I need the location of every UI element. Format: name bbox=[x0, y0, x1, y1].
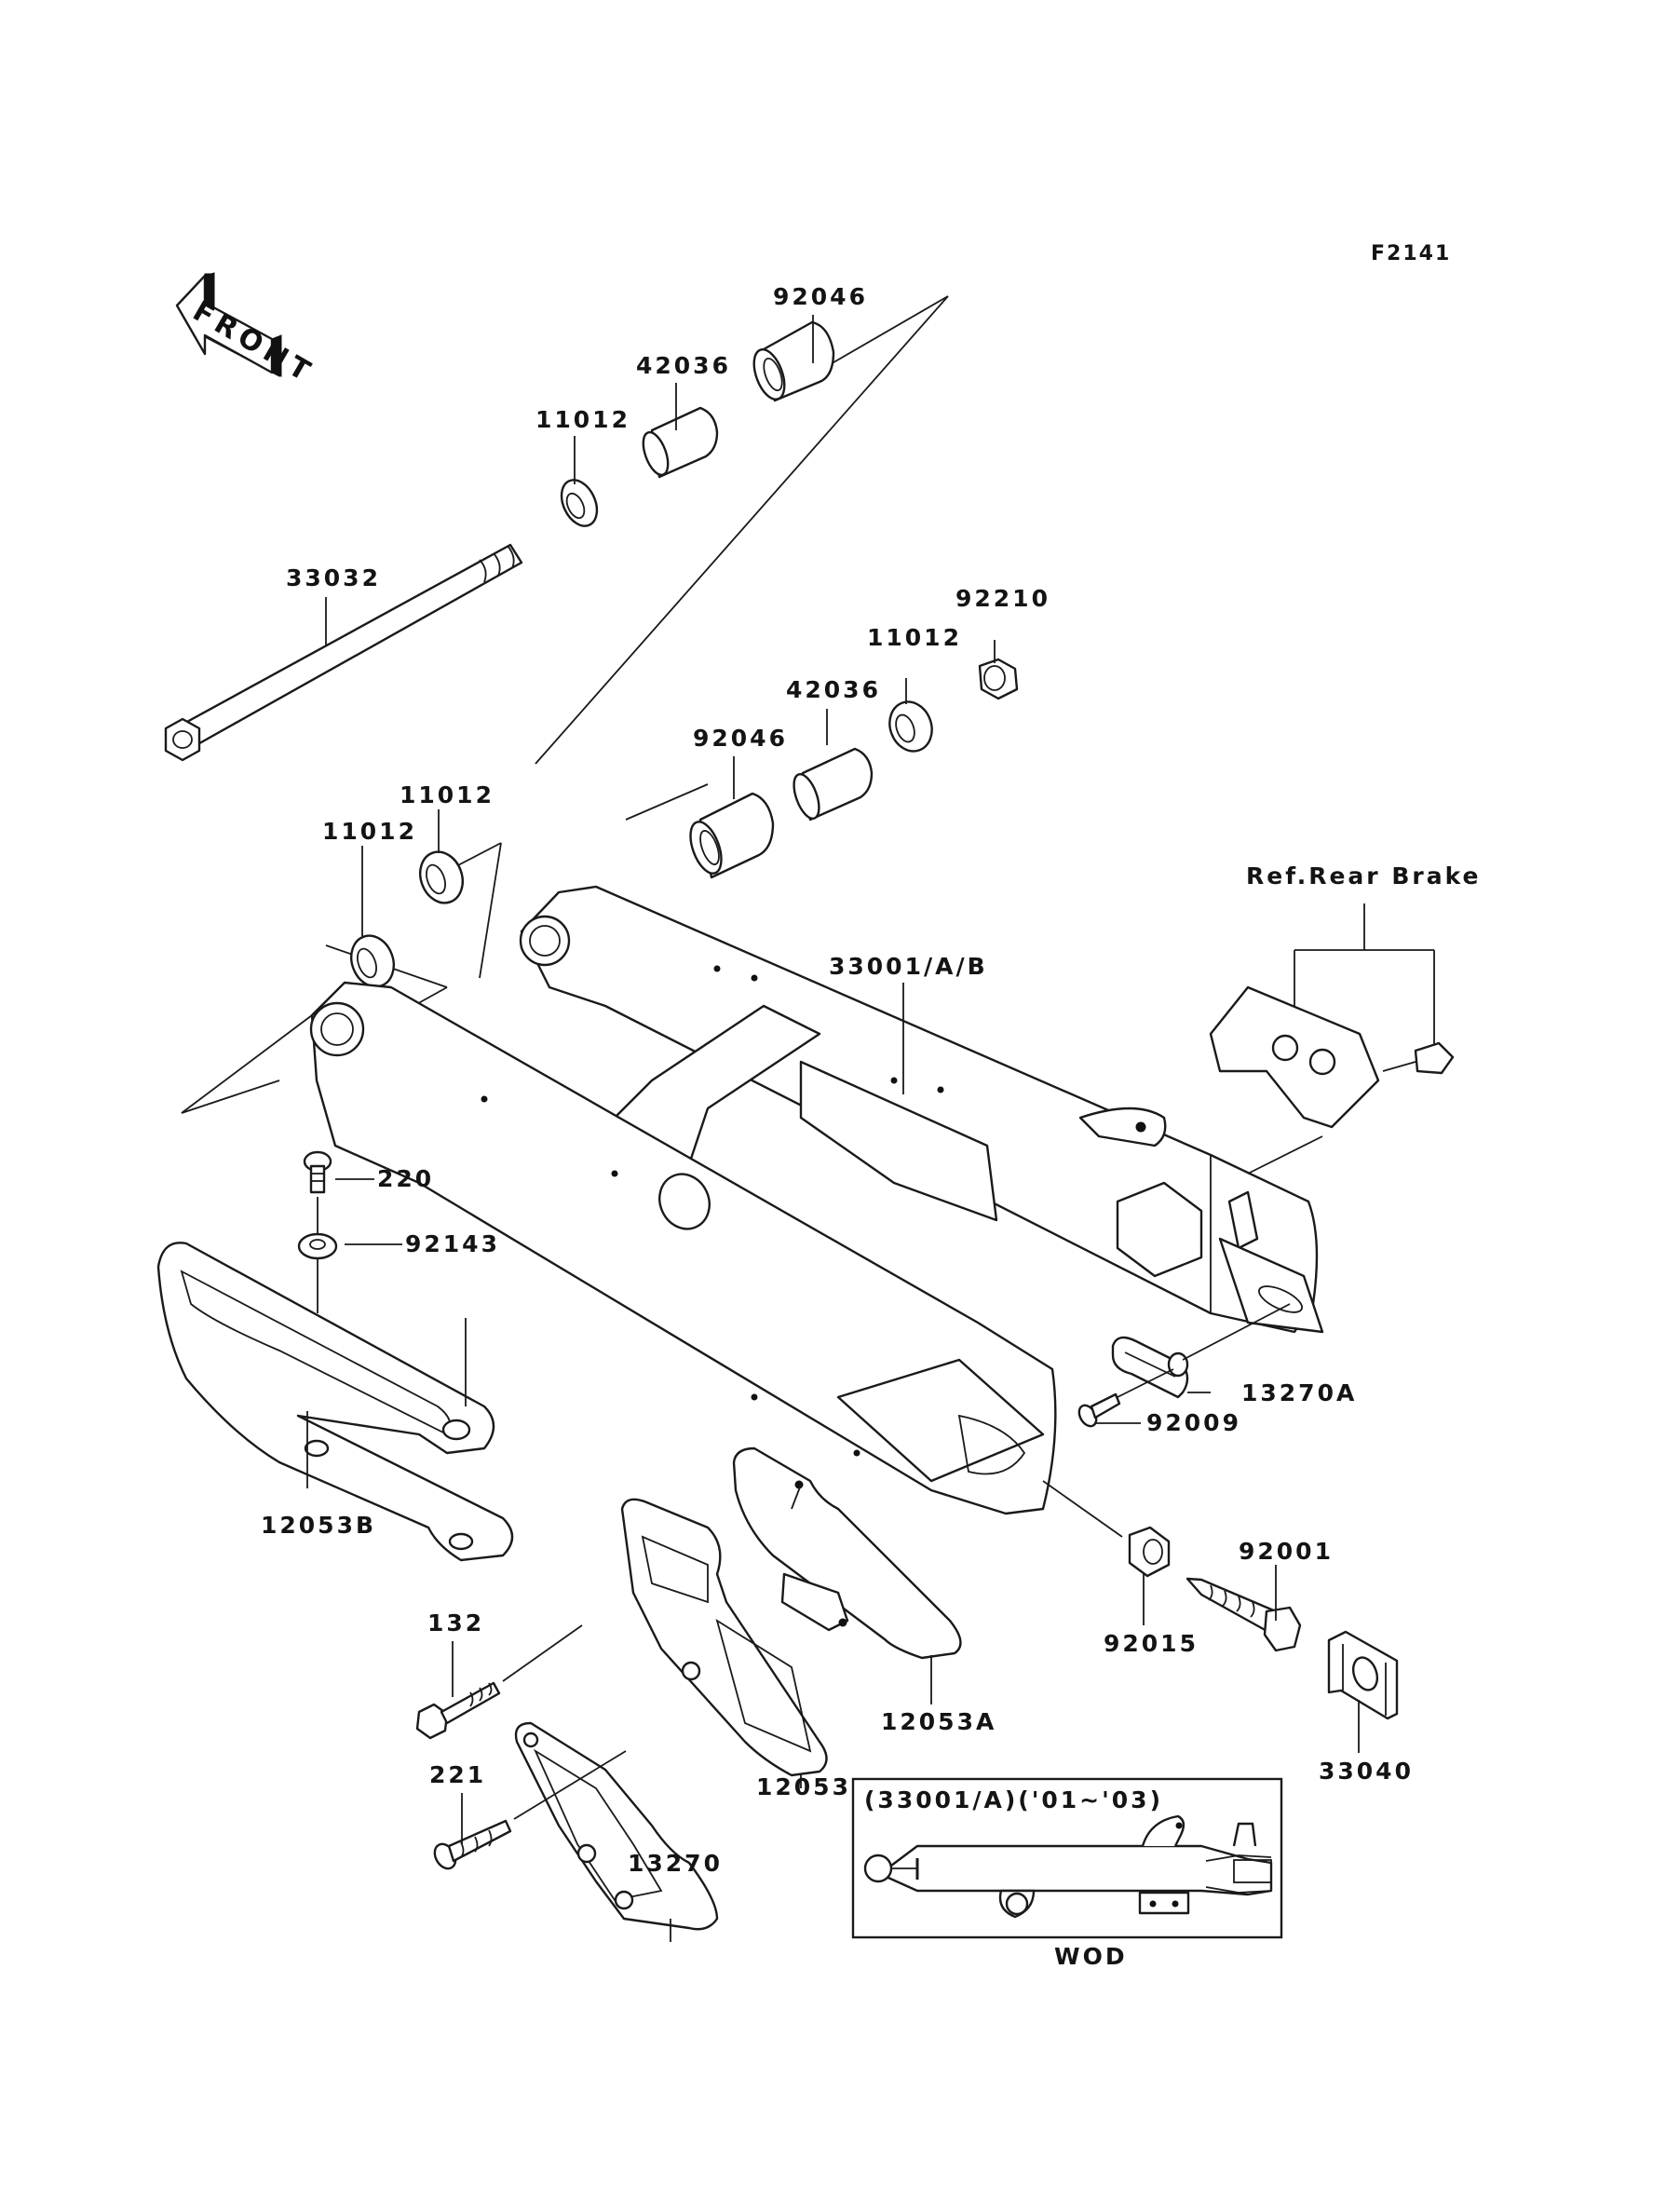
rear-brake-bracket bbox=[1209, 903, 1455, 1175]
sleeve-42036-mid bbox=[793, 747, 874, 822]
part-label-92046-mid[interactable]: 92046 bbox=[693, 725, 788, 752]
part-label-13270[interactable]: 13270 bbox=[628, 1850, 723, 1877]
leader-lines bbox=[306, 315, 1360, 1844]
seal-11012-left-a bbox=[350, 934, 395, 988]
screw-92009 bbox=[1077, 1368, 1174, 1428]
reference-note-rear-brake[interactable]: Ref.Rear Brake bbox=[1246, 862, 1482, 890]
part-label-132[interactable]: 132 bbox=[427, 1609, 485, 1636]
bearing-92046-mid bbox=[689, 792, 775, 879]
part-label-92009[interactable]: 92009 bbox=[1146, 1409, 1241, 1436]
chain-guide-12053 bbox=[620, 1484, 828, 1788]
nut-92015 bbox=[1042, 1480, 1171, 1578]
part-label-92143[interactable]: 92143 bbox=[405, 1230, 500, 1257]
front-arrow-icon: FRONT bbox=[175, 272, 320, 391]
adjuster-block-33040 bbox=[1327, 1630, 1399, 1720]
part-label-11012-left-a[interactable]: 11012 bbox=[322, 818, 417, 845]
inset-box bbox=[851, 1777, 1283, 1939]
part-label-42036-mid[interactable]: 42036 bbox=[786, 676, 881, 703]
guide-plate-13270 bbox=[514, 1721, 719, 1942]
collar-92143 bbox=[297, 1232, 338, 1313]
part-label-33032[interactable]: 33032 bbox=[286, 564, 381, 591]
part-label-13270A[interactable]: 13270A bbox=[1241, 1379, 1358, 1406]
front-label: FRONT bbox=[187, 295, 320, 391]
part-label-33001[interactable]: 33001/A/B bbox=[829, 953, 988, 980]
part-label-33040[interactable]: 33040 bbox=[1319, 1758, 1414, 1785]
part-label-92046-top[interactable]: 92046 bbox=[773, 283, 868, 310]
sleeve-42036-top bbox=[642, 406, 719, 479]
inset-caption: WOD bbox=[1054, 1943, 1128, 1970]
part-label-11012-left-b[interactable]: 11012 bbox=[400, 781, 495, 808]
part-label-12053A[interactable]: 12053A bbox=[881, 1708, 997, 1735]
seal-11012-top bbox=[560, 479, 599, 527]
part-label-11012-top[interactable]: 11012 bbox=[535, 406, 630, 433]
pivot-shaft-33032 bbox=[164, 543, 523, 762]
swingarm-33001 bbox=[309, 885, 1324, 1515]
part-label-92015[interactable]: 92015 bbox=[1104, 1630, 1199, 1657]
seal-11012-left-b bbox=[419, 850, 464, 904]
bearing-92046-top bbox=[752, 320, 835, 402]
part-label-12053B[interactable]: 12053B bbox=[261, 1512, 377, 1539]
part-label-92210[interactable]: 92210 bbox=[955, 585, 1050, 612]
screw-221 bbox=[433, 1750, 627, 1870]
part-label-11012-mid[interactable]: 11012 bbox=[867, 624, 962, 651]
chain-guide-12053B bbox=[156, 1242, 514, 1562]
part-label-42036-top[interactable]: 42036 bbox=[636, 352, 731, 379]
guide-lines bbox=[181, 295, 949, 1114]
part-label-92001[interactable]: 92001 bbox=[1239, 1538, 1334, 1565]
seal-11012-mid bbox=[888, 700, 933, 753]
figure-id: F2141 bbox=[1371, 242, 1452, 265]
part-label-220[interactable]: 220 bbox=[377, 1165, 435, 1192]
part-label-221[interactable]: 221 bbox=[429, 1761, 487, 1788]
inset-title: (33001/A)('01~'03) bbox=[864, 1786, 1163, 1813]
part-label-12053[interactable]: 12053 bbox=[756, 1773, 851, 1800]
bolt-92001 bbox=[1185, 1577, 1302, 1652]
bolt-132 bbox=[415, 1624, 583, 1740]
screw-220 bbox=[303, 1150, 332, 1239]
nut-92210 bbox=[978, 658, 1019, 700]
chain-guide-12053A bbox=[732, 1446, 962, 1704]
